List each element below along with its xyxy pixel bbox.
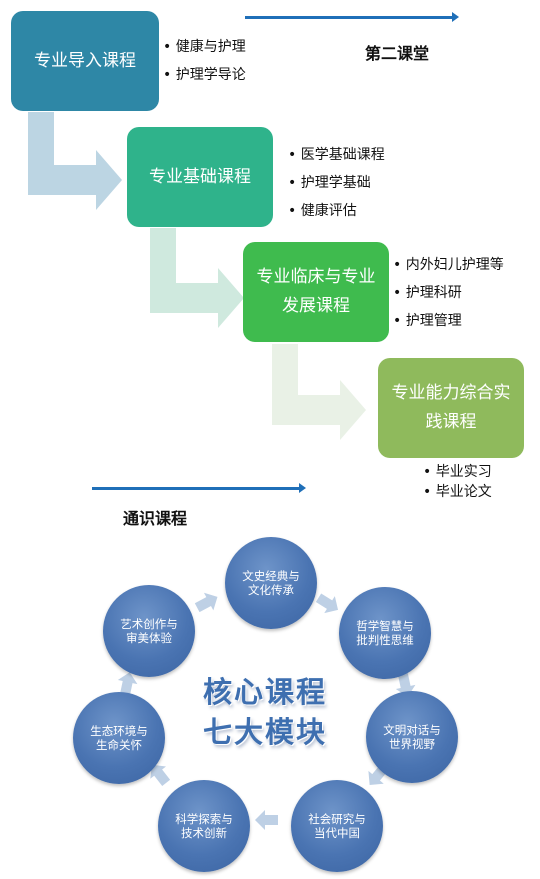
general-education-line — [92, 483, 306, 493]
general-education-title: 通识课程 — [123, 509, 188, 528]
stage-label-clinical: 专业临床与专业发展课程 — [256, 267, 376, 316]
module-circle-philosophy: 哲学智慧与批判性思维 — [339, 587, 431, 679]
cycle-arrow-icon — [395, 673, 416, 697]
course-item: 健康评估 — [288, 197, 385, 225]
stage-box-clinical: 专业临床与专业发展课程 — [243, 242, 389, 342]
module-label: 生态环境与生命关怀 — [90, 724, 148, 752]
stage-courses-intro: 健康与护理 护理学导论 — [163, 33, 246, 89]
core-modules-title: 核心课程 七大模块 — [175, 672, 355, 752]
module-circle-ecology: 生态环境与生命关怀 — [73, 692, 165, 784]
module-label: 文明对话与世界视野 — [383, 723, 441, 751]
course-item: 毕业实习 — [423, 462, 492, 482]
stage-courses-clinical: 内外妇儿护理等 护理科研 护理管理 — [393, 251, 504, 335]
course-item: 护理学基础 — [288, 169, 385, 197]
flow-arrow-1 — [28, 112, 122, 210]
core-title-line2: 七大模块 — [202, 715, 327, 749]
second-classroom-title: 第二课堂 — [365, 44, 430, 63]
stage-label-practice: 专业能力综合实践课程 — [391, 383, 511, 432]
course-item: 内外妇儿护理等 — [393, 251, 504, 279]
module-circle-art: 艺术创作与审美体验 — [103, 585, 195, 677]
stage-courses-practice: 毕业实习 毕业论文 — [423, 462, 492, 502]
module-circle-culture: 文史经典与文化传承 — [225, 537, 317, 629]
stage-courses-foundation: 医学基础课程 护理学基础 健康评估 — [288, 141, 385, 225]
module-label: 艺术创作与审美体验 — [120, 617, 178, 645]
module-label: 科学探索与技术创新 — [175, 812, 233, 840]
module-label: 哲学智慧与批判性思维 — [356, 619, 414, 647]
module-label: 社会研究与当代中国 — [308, 812, 366, 840]
course-item: 毕业论文 — [423, 482, 492, 502]
cycle-arrow-icon — [255, 810, 278, 830]
stage-label-foundation: 专业基础课程 — [149, 166, 251, 187]
course-item: 健康与护理 — [163, 33, 246, 61]
module-circle-science: 科学探索与技术创新 — [158, 780, 250, 872]
stage-box-intro: 专业导入课程 — [11, 11, 159, 111]
course-item: 护理科研 — [393, 279, 504, 307]
flow-arrow-3 — [272, 344, 366, 440]
course-item: 护理学导论 — [163, 61, 246, 89]
stage-box-practice: 专业能力综合实践课程 — [378, 358, 524, 458]
module-circle-society: 社会研究与当代中国 — [291, 780, 383, 872]
core-title-line1: 核心课程 — [202, 675, 327, 709]
module-label: 文史经典与文化传承 — [242, 569, 300, 597]
cycle-arrow-icon — [117, 672, 138, 696]
stage-label-intro: 专业导入课程 — [34, 50, 136, 71]
cycle-arrow-icon — [315, 593, 339, 614]
course-item: 护理管理 — [393, 307, 504, 335]
flow-arrow-2 — [150, 228, 244, 328]
second-classroom-line — [245, 12, 459, 22]
course-item: 医学基础课程 — [288, 141, 385, 169]
cycle-arrow-icon — [150, 764, 171, 786]
stage-box-foundation: 专业基础课程 — [127, 127, 273, 227]
module-circle-civilization: 文明对话与世界视野 — [366, 691, 458, 783]
cycle-arrow-icon — [194, 592, 218, 613]
